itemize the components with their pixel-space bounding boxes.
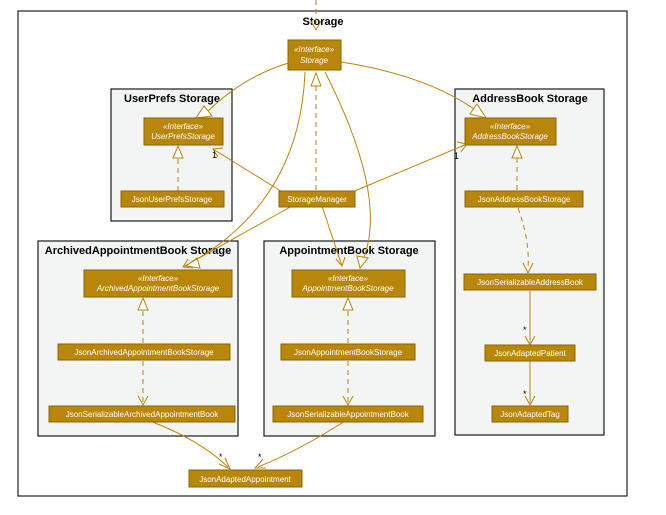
class-json-serializable-address-book[interactable]	[463, 273, 597, 291]
archived-appointment-book-storage-package-title: ArchivedAppointmentBook Storage	[45, 245, 231, 257]
class-json-serializable-address-book-label: JsonSerializableAddressBook	[477, 278, 584, 287]
class-json-adapted-appointment[interactable]	[188, 469, 303, 488]
class-json-adapted-patient[interactable]	[484, 344, 576, 362]
class-address-book-storage[interactable]	[464, 117, 557, 146]
appointment-book-storage-package-title: AppointmentBook Storage	[279, 245, 418, 257]
arrowhead-archived-assoc	[182, 258, 194, 269]
class-json-adapted-patient-label: JsonAdaptedPatient	[494, 349, 566, 358]
edge-storage-to-appointmentbookstorage	[324, 71, 371, 263]
arrowhead-addressbook-realization	[511, 144, 523, 159]
class-json-address-book-storage-label: JsonAddressBookStorage	[478, 195, 571, 204]
arrowhead-userprefs-assoc	[212, 147, 224, 158]
class-storage-stereotype: «Interface»	[294, 45, 335, 54]
class-json-serializable-archived-appointment-book-label: JsonSerializableArchivedAppointmentBook	[66, 410, 220, 419]
arrowhead-adapted-from-appointment	[253, 458, 266, 469]
class-user-prefs-storage[interactable]	[143, 117, 224, 146]
class-json-archived-appointment-book-storage[interactable]	[57, 343, 231, 361]
class-json-adapted-tag[interactable]	[491, 405, 569, 423]
arrowhead-userprefs-realization	[172, 144, 184, 159]
class-user-prefs-storage-label: UserPrefsStorage	[151, 132, 215, 141]
edge-storage-to-addressbookstorage	[340, 61, 475, 110]
edge-storagemanager-to-userprefsstorage	[212, 148, 285, 194]
arrowhead-storage-from-manager	[310, 71, 322, 87]
edge-storagemanager-to-appointmentbookstorage	[321, 205, 343, 267]
edge-storage-to-archivedstorage	[191, 71, 306, 263]
arrowhead-adapted-from-archived	[218, 457, 232, 471]
class-address-book-storage-stereotype: «Interface»	[490, 122, 531, 131]
arrowhead-archived-realization	[137, 296, 149, 311]
class-json-user-prefs-storage[interactable]	[120, 190, 225, 208]
class-json-serializable-appointment-book-label: JsonSerializableAppointmentBook	[287, 410, 409, 419]
multiplicity-userprefs: 1	[212, 150, 217, 160]
arrowhead-serializable-appointment	[342, 395, 354, 407]
arrowhead-appointmentbook-assoc	[335, 256, 346, 267]
multiplicity-adapted-archived: *	[219, 452, 223, 462]
class-user-prefs-storage-stereotype: «Interface»	[163, 122, 204, 131]
class-address-book-storage-label: AddressBookStorage	[471, 132, 548, 141]
class-appointment-book-storage-stereotype: «Interface»	[328, 274, 369, 283]
storage-package-title: Storage	[303, 16, 344, 28]
multiplicity-adapted-appointment: *	[258, 452, 262, 462]
class-storage[interactable]	[287, 39, 342, 71]
class-json-adapted-tag-label: JsonAdaptedTag	[500, 410, 560, 419]
multiplicity-patient: *	[523, 325, 527, 335]
class-appointment-book-storage-label: AppointmentBookStorage	[301, 284, 394, 293]
edge-storage-to-userprefsstorage	[206, 61, 293, 113]
class-json-user-prefs-storage-label: JsonUserPrefsStorage	[132, 195, 213, 204]
class-json-serializable-appointment-book[interactable]	[272, 405, 424, 423]
class-storage-label: Storage	[300, 56, 329, 65]
arrowhead-serializable-addressbook	[522, 262, 534, 275]
class-appointment-book-storage[interactable]	[291, 269, 406, 298]
arrowhead-serializable-archived	[137, 395, 149, 407]
addressbook-storage-package-title: AddressBook Storage	[472, 93, 588, 105]
class-storage-manager-label: StorageManager	[287, 195, 347, 204]
edge-storagemanager-to-archivedstorage	[182, 205, 293, 268]
external-dependency-arrowhead	[310, 20, 322, 32]
edge-appointment-serializable-to-adapted	[257, 420, 346, 468]
edge-jsonaddressbook-to-serializable	[517, 207, 529, 271]
class-json-serializable-archived-appointment-book[interactable]	[48, 405, 236, 423]
class-json-appointment-book-storage[interactable]	[280, 343, 416, 361]
class-json-adapted-appointment-label: JsonAdaptedAppointment	[199, 475, 291, 484]
edge-archived-serializable-to-adapted	[149, 420, 229, 468]
arrowhead-userprefsstorage	[194, 105, 213, 119]
class-storage-manager[interactable]	[278, 190, 356, 208]
class-archived-appointment-book-storage[interactable]	[83, 269, 233, 298]
arrowhead-appointment-realization	[342, 296, 354, 311]
class-json-address-book-storage[interactable]	[464, 190, 584, 208]
class-archived-appointment-book-storage-stereotype: «Interface»	[138, 274, 179, 283]
class-json-archived-appointment-book-storage-label: JsonArchivedAppointmentBookStorage	[74, 348, 214, 357]
arrowhead-tag	[524, 395, 536, 407]
class-json-appointment-book-storage-label: JsonAppointmentBookStorage	[294, 348, 403, 357]
arrowhead-appointmentbookstorage-from-storage	[356, 255, 369, 270]
arrowhead-addressbookstorage	[469, 103, 488, 119]
edge-storagemanager-to-addressbookstorage	[349, 143, 468, 194]
multiplicity-tag: *	[523, 389, 527, 399]
multiplicity-addressbook: 1	[454, 151, 459, 161]
userprefs-storage-package-title: UserPrefs Storage	[124, 93, 220, 105]
class-archived-appointment-book-storage-label: ArchivedAppointmentBookStorage	[96, 284, 220, 293]
